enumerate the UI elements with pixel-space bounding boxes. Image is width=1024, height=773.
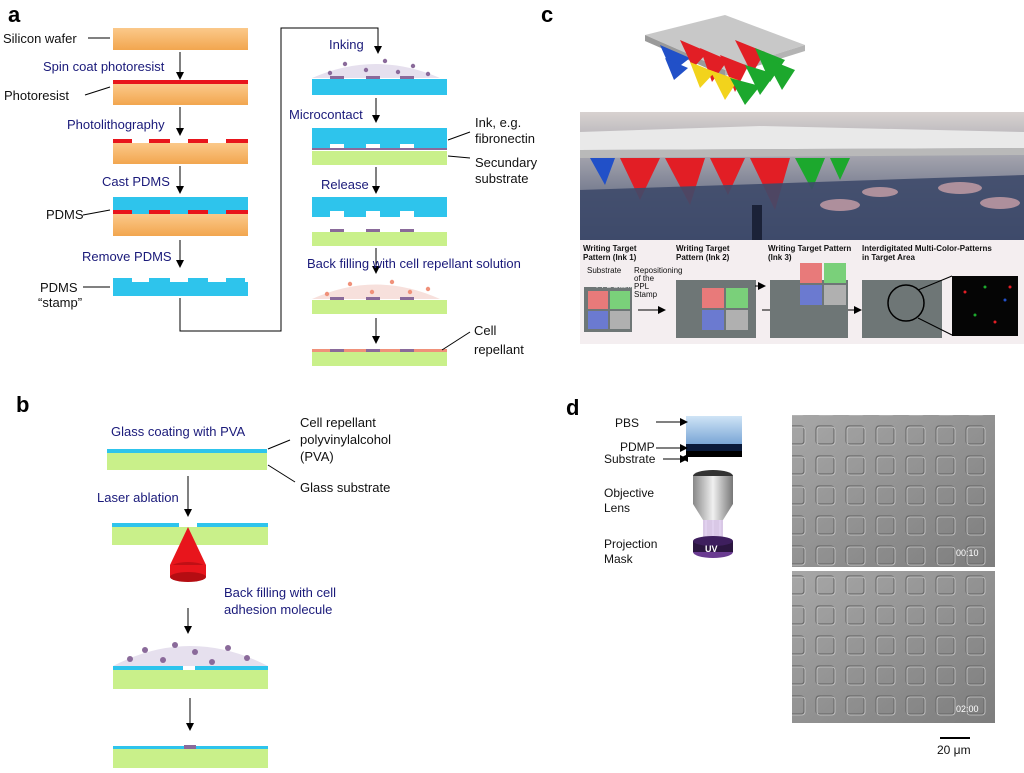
caption-writing-1a: Writing Target xyxy=(583,244,637,253)
timestamp-0010: 00:10 xyxy=(956,548,979,558)
scale-bar-label: 20 μm xyxy=(937,743,971,757)
label-photoresist: Photoresist xyxy=(4,88,70,103)
label-pbs: PBS xyxy=(615,416,640,430)
label-cell: Cell xyxy=(474,323,497,338)
step-back-filling-cell: Back filling with cell xyxy=(224,585,336,600)
label-secundary: Secundary xyxy=(475,155,538,170)
step-back-filling: Back filling with cell repellant solutio… xyxy=(307,256,521,271)
label-fibronectin: fibronectin xyxy=(475,131,535,146)
caption-repos-3: PPL xyxy=(634,282,650,291)
label-pdms: PDMS xyxy=(46,207,84,222)
caption-substrate: Substrate xyxy=(587,266,622,275)
label-uv: UV xyxy=(705,544,718,554)
label-pdmp: PDMP xyxy=(620,440,655,454)
connector-arrow xyxy=(179,27,382,332)
stamp-pyramids xyxy=(660,40,795,105)
panel-a-letter: a xyxy=(8,2,21,27)
panel-b-letter: b xyxy=(16,392,30,417)
label-glass-substrate: Glass substrate xyxy=(300,480,391,495)
caption-repos-2: of the xyxy=(634,274,655,283)
caption-writing-3a: Writing Target Pattern xyxy=(768,244,852,253)
label-cell-repellant: Cell repellant xyxy=(300,415,376,430)
step-glass-coating: Glass coating with PVA xyxy=(111,424,246,439)
label-polyvinylalcohol: polyvinylalcohol xyxy=(300,432,392,447)
caption-writing-1b: Pattern (Ink 1) xyxy=(583,253,637,262)
caption-inter-1: Interdigitated Multi-Color-Patterns xyxy=(862,244,992,253)
caption-ppl-stamp: PPL Stamp xyxy=(596,281,637,290)
caption-writing-3b: (Ink 3) xyxy=(768,253,792,262)
label-projection: Projection xyxy=(604,537,658,551)
step-photolithography: Photolithography xyxy=(67,117,165,132)
label-silicon-wafer: Silicon wafer xyxy=(3,31,77,46)
caption-inter-2: in Target Area xyxy=(862,253,915,262)
panel-b-diagram xyxy=(107,439,296,768)
caption-writing-2b: Pattern (Ink 2) xyxy=(676,253,730,262)
panel-a-diagram xyxy=(82,27,471,366)
label-mask: Mask xyxy=(604,552,633,566)
panel-c-letter: c xyxy=(541,2,554,27)
panel-d-letter: d xyxy=(566,395,580,420)
photoresist-layer xyxy=(113,80,248,84)
label-pva: (PVA) xyxy=(300,449,334,464)
label-lens: Lens xyxy=(604,501,631,515)
caption-repos-4: Stamp xyxy=(634,290,658,299)
label-pdms-stamp-1: PDMS xyxy=(40,280,78,295)
caption-repos-1: Repositioning xyxy=(634,266,683,275)
silicon-wafer-layer xyxy=(113,28,248,50)
step-laser-ablation: Laser ablation xyxy=(97,490,179,505)
step-remove-pdms: Remove PDMS xyxy=(82,249,172,264)
timestamp-0200: 02:00 xyxy=(956,704,979,714)
step-cast-pdms: Cast PDMS xyxy=(102,174,170,189)
step-inking: Inking xyxy=(329,37,364,52)
panel-d-diagram xyxy=(656,415,995,739)
label-repellant: repellant xyxy=(474,342,524,357)
step-microcontact: Microcontact xyxy=(289,107,363,122)
label-pdms-stamp-2: “stamp” xyxy=(38,295,83,310)
step-spin-coat: Spin coat photoresist xyxy=(43,59,165,74)
label-objective: Objective xyxy=(604,486,655,500)
step-adhesion-molecule: adhesion molecule xyxy=(224,602,333,617)
step-release: Release xyxy=(321,177,369,192)
label-substrate: substrate xyxy=(475,171,529,186)
caption-writing-2a: Writing Target xyxy=(676,244,730,253)
panel-c-diagram xyxy=(580,15,1024,344)
label-ink: Ink, e.g. xyxy=(475,115,522,130)
label-substrate-d: Substrate xyxy=(604,452,656,466)
